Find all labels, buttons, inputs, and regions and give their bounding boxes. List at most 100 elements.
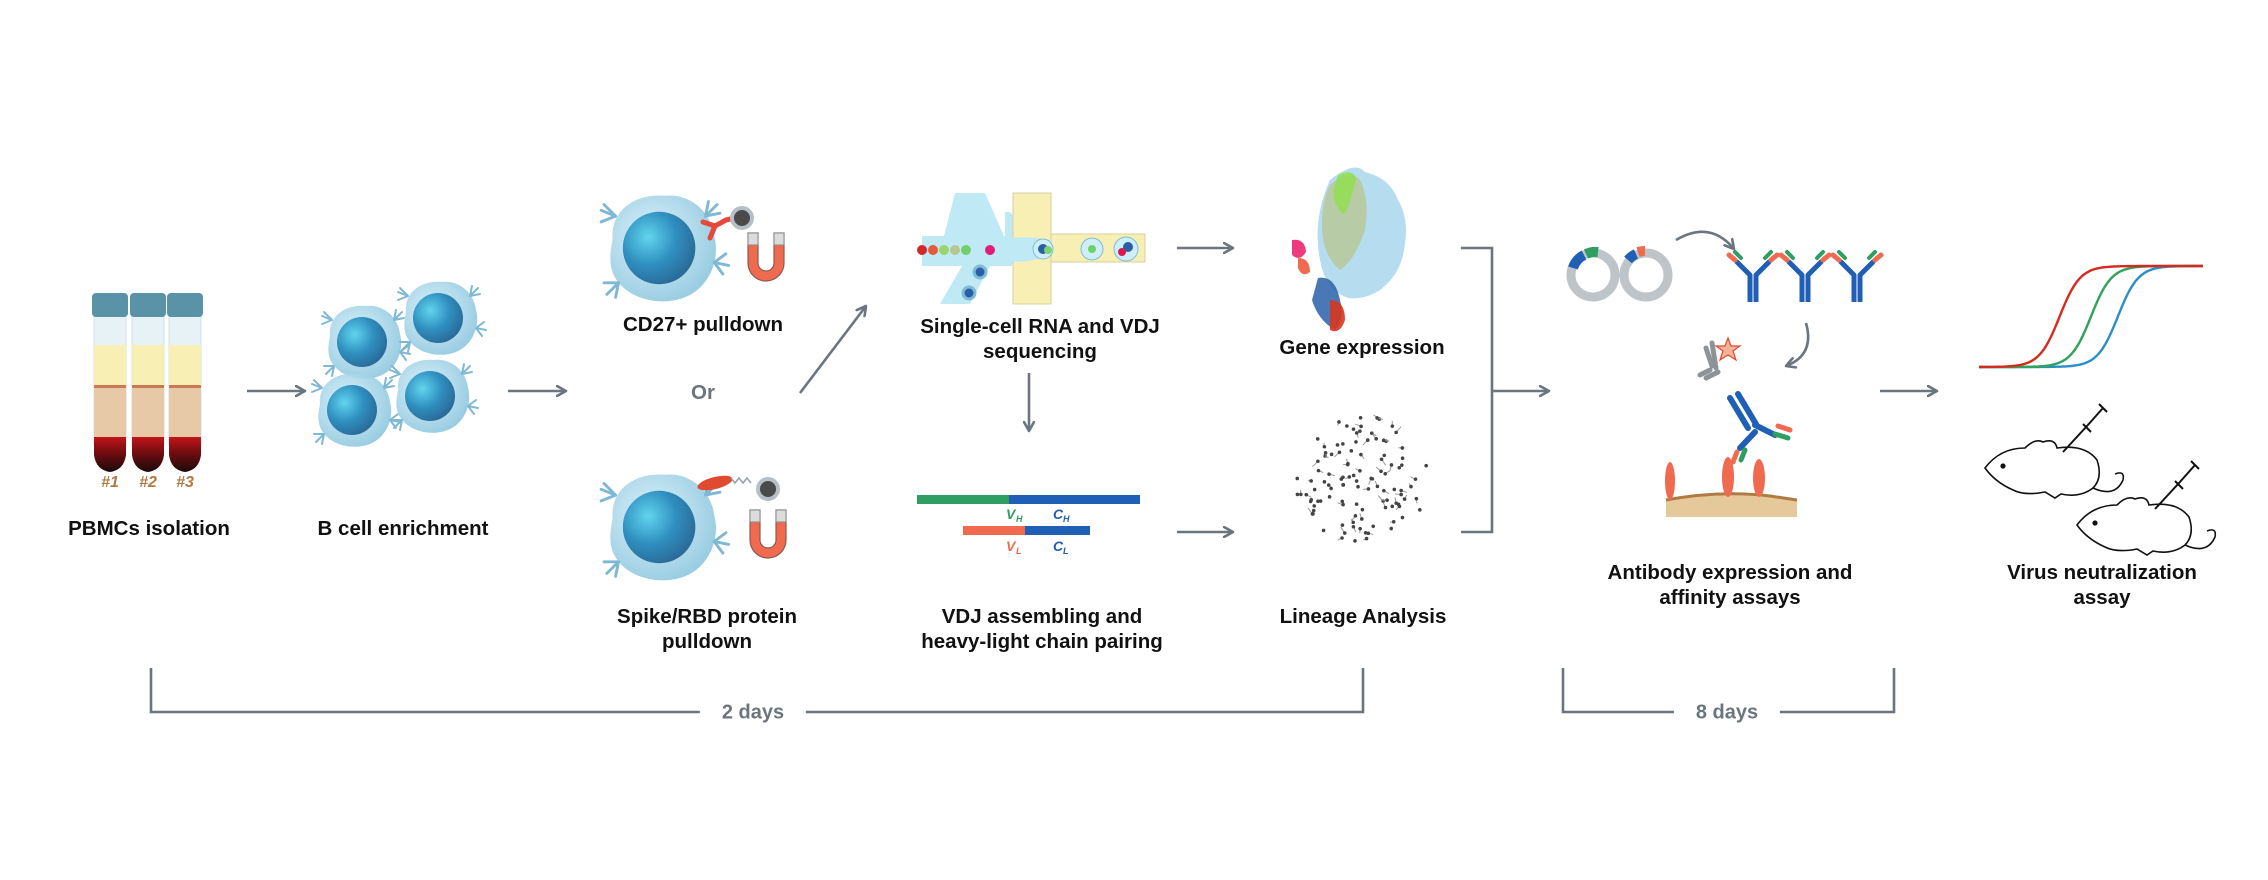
lineage-node bbox=[1390, 504, 1395, 509]
mouse-icon bbox=[2076, 460, 2217, 556]
lineage-node bbox=[1354, 440, 1358, 444]
timeline-label-2-days: 2 days bbox=[699, 701, 807, 725]
lineage-node bbox=[1310, 512, 1315, 516]
lineage-node bbox=[1337, 420, 1341, 424]
lineage-node bbox=[1371, 524, 1376, 529]
antibody-icon bbox=[1726, 250, 1780, 302]
lineage-node bbox=[1327, 495, 1332, 499]
umap-plot-illustration bbox=[1292, 167, 1406, 332]
step-label-scseq-line1: Single-cell RNA and VDJ bbox=[920, 315, 1160, 338]
lineage-node bbox=[1340, 523, 1345, 527]
step-label-antibody-line2: affinity assays bbox=[1659, 586, 1801, 609]
vh-label: V bbox=[1006, 506, 1017, 522]
vh-segment bbox=[917, 495, 1009, 504]
b-cells-illustration bbox=[311, 280, 487, 448]
svg-text:L: L bbox=[1063, 546, 1069, 556]
lineage-node bbox=[1316, 499, 1320, 504]
lineage-node bbox=[1327, 472, 1331, 476]
timeline-label-8-days: 8 days bbox=[1673, 701, 1781, 725]
cell-surface bbox=[1666, 493, 1797, 517]
lineage-node bbox=[1322, 480, 1327, 484]
cl-label: C bbox=[1053, 538, 1064, 554]
lineage-node bbox=[1400, 463, 1404, 467]
step-label-virus-line2: assay bbox=[2073, 586, 2131, 609]
tube-label: #1 bbox=[101, 474, 119, 491]
lineage-node bbox=[1347, 475, 1352, 479]
lineage-node bbox=[1389, 526, 1394, 531]
lineage-node bbox=[1363, 531, 1368, 535]
affinity-assay-illustration bbox=[1665, 336, 1798, 517]
tube-label: #3 bbox=[176, 474, 194, 491]
lineage-node bbox=[1353, 539, 1357, 543]
spike-protein-icon bbox=[697, 475, 733, 491]
lineage-node bbox=[1340, 536, 1344, 540]
lineage-node bbox=[1360, 517, 1364, 521]
lineage-node bbox=[1389, 463, 1394, 467]
lineage-node bbox=[1354, 502, 1359, 506]
lineage-node bbox=[1316, 459, 1320, 464]
arrow-pulldown-to-sequencing bbox=[798, 306, 866, 394]
lineage-node bbox=[1392, 487, 1397, 492]
lineage-node bbox=[1351, 520, 1356, 525]
receptor bbox=[1722, 457, 1734, 497]
lineage-node bbox=[1312, 487, 1317, 492]
lineage-node bbox=[1402, 497, 1407, 501]
lineage-node bbox=[1342, 531, 1347, 535]
neutralization-curves bbox=[1979, 264, 2203, 369]
lineage-node bbox=[1318, 499, 1323, 503]
lineage-node bbox=[1413, 477, 1418, 481]
lineage-node bbox=[1391, 519, 1396, 524]
lineage-node bbox=[1370, 477, 1375, 481]
lineage-node bbox=[1360, 507, 1365, 512]
lineage-node bbox=[1364, 536, 1369, 541]
lineage-node bbox=[1365, 438, 1370, 442]
lineage-node bbox=[1374, 436, 1378, 441]
lineage-node bbox=[1359, 424, 1363, 429]
lineage-node bbox=[1390, 424, 1395, 428]
svg-text:H: H bbox=[1016, 514, 1023, 524]
magnet-icon bbox=[747, 232, 785, 282]
lineage-node bbox=[1375, 484, 1380, 489]
lineage-node bbox=[1358, 468, 1362, 473]
spike-pulldown-illustration bbox=[599, 473, 787, 582]
lineage-node bbox=[1385, 498, 1389, 502]
step-label-vdj-line1: VDJ assembling and bbox=[941, 605, 1143, 628]
lineage-node bbox=[1304, 492, 1309, 497]
lineage-node bbox=[1337, 450, 1342, 455]
tube-1: #1 bbox=[92, 293, 128, 491]
lineage-node bbox=[1409, 484, 1413, 489]
lineage-node bbox=[1366, 487, 1371, 491]
lineage-node bbox=[1379, 457, 1384, 462]
magnetic-bead-icon bbox=[756, 477, 780, 501]
arrow-antibody-to-assay bbox=[1786, 322, 1810, 366]
lineage-node bbox=[1400, 456, 1405, 461]
lineage-node bbox=[1383, 471, 1388, 476]
lineage-node bbox=[1295, 476, 1300, 481]
lineage-node bbox=[1356, 484, 1360, 489]
step-label-cd27: CD27+ pulldown bbox=[622, 313, 784, 336]
ch-segment bbox=[1009, 495, 1140, 504]
vl-segment bbox=[963, 526, 1025, 535]
lineage-node bbox=[1329, 452, 1334, 457]
label-star-icon bbox=[1714, 336, 1742, 362]
step-label-virus: Virus neutralization assay bbox=[2007, 560, 2197, 610]
step-label-spike: Spike/RBD protein pulldown bbox=[617, 604, 797, 654]
step-label-virus-line1: Virus neutralization bbox=[2007, 561, 2197, 584]
lineage-node bbox=[1323, 450, 1328, 455]
lineage-node bbox=[1382, 453, 1387, 458]
lineage-node bbox=[1311, 508, 1316, 513]
receptor bbox=[1753, 459, 1765, 497]
arrow-plasmid-to-antibody bbox=[1675, 230, 1734, 249]
antibody-icon bbox=[1778, 250, 1832, 302]
tube-label: #2 bbox=[139, 474, 157, 491]
lineage-node bbox=[1379, 469, 1383, 474]
lineage-node bbox=[1399, 492, 1403, 497]
lineage-node bbox=[1354, 431, 1359, 435]
lineage-node bbox=[1340, 499, 1345, 504]
lineage-node bbox=[1341, 502, 1345, 507]
lineage-node bbox=[1418, 508, 1422, 512]
lineage-node bbox=[1316, 468, 1321, 473]
b-cell bbox=[389, 358, 479, 434]
lineage-node bbox=[1381, 438, 1386, 443]
mouse-icon bbox=[1984, 403, 2125, 499]
